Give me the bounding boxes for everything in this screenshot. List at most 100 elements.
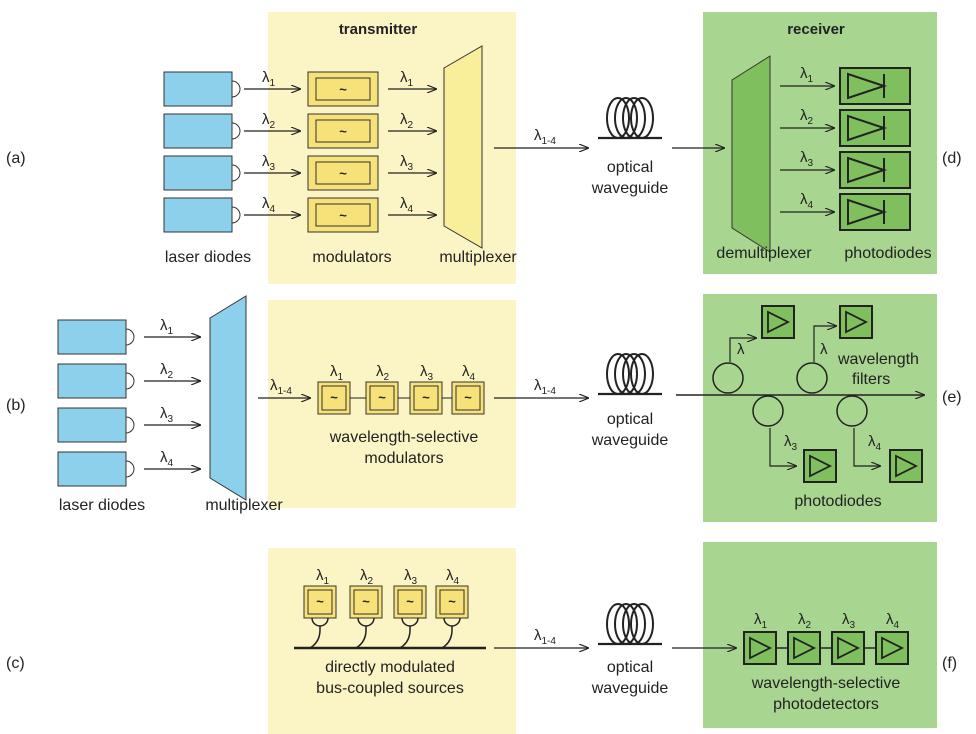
panel-label-c: (c) bbox=[6, 655, 25, 672]
row-a-transmitter: λ1 λ2 λ3 λ4 ~ ~ ~ ~ λ1 λ2 λ3 λ4 laser di… bbox=[163, 45, 517, 266]
svg-text:λ4: λ4 bbox=[868, 433, 882, 453]
photodetectors-label-f: photodetectors bbox=[773, 696, 879, 713]
row-a-receiver: λ1 λ2 λ3 λ4 demultiplexer photodiodes bbox=[716, 55, 932, 262]
laser-diodes-b bbox=[57, 319, 135, 487]
lambda-labels-a2: λ1 λ2 λ3 λ4 bbox=[400, 69, 414, 215]
waveguide-coil-b bbox=[596, 352, 664, 396]
optical-label-c: optical bbox=[607, 659, 653, 676]
modulators-label-b: modulators bbox=[364, 450, 443, 467]
svg-text:~: ~ bbox=[448, 594, 456, 609]
filters-label-e: filters bbox=[852, 371, 890, 388]
row-b-receiver: λ λ λ3 λ4 wavelength filters photodiodes bbox=[676, 305, 924, 510]
demultiplexer-d bbox=[731, 55, 771, 253]
svg-text:λ1: λ1 bbox=[800, 65, 814, 85]
transmitter-panel-bottom bbox=[268, 548, 516, 734]
svg-text:λ3: λ3 bbox=[784, 433, 798, 453]
panel-label-a: (a) bbox=[6, 150, 26, 167]
waveguide-label-b: waveguide bbox=[591, 432, 669, 449]
bus-coupled-sources-label: bus-coupled sources bbox=[316, 680, 464, 697]
bus-coupled-sources-c: ~ ~ ~ ~ bbox=[294, 585, 486, 650]
svg-text:~: ~ bbox=[378, 390, 386, 405]
svg-text:~: ~ bbox=[406, 594, 414, 609]
row-a-link: λ1-4 optical waveguide bbox=[494, 96, 724, 197]
svg-text:λ4: λ4 bbox=[262, 195, 276, 215]
svg-text:λ1-4: λ1-4 bbox=[534, 127, 556, 147]
svg-text:λ4: λ4 bbox=[400, 195, 414, 215]
transmitter-header: transmitter bbox=[339, 21, 418, 38]
svg-text:λ1: λ1 bbox=[330, 363, 344, 383]
wavelength-selective-modulators-b: ~ ~ ~ ~ bbox=[317, 381, 485, 415]
svg-text:λ3: λ3 bbox=[262, 153, 276, 173]
svg-text:~: ~ bbox=[316, 594, 324, 609]
svg-text:λ1-4: λ1-4 bbox=[534, 377, 556, 397]
svg-text:λ2: λ2 bbox=[800, 107, 814, 127]
optical-label-a: optical bbox=[607, 159, 653, 176]
panel-label-f: (f) bbox=[942, 655, 957, 672]
row-c-receiver: λ1 λ2 λ3 λ4 wavelength-selective photode… bbox=[743, 611, 909, 713]
laser-to-modulator-arrows-a bbox=[244, 89, 300, 215]
svg-text:~: ~ bbox=[339, 124, 347, 139]
row-b-transmitter: λ1 λ2 λ3 λ4 λ1-4 ~ ~ ~ ~ λ1 λ2 λ3 λ4 las… bbox=[57, 295, 485, 514]
svg-text:λ3: λ3 bbox=[842, 611, 856, 631]
laser-diodes-label-a: laser diodes bbox=[165, 249, 251, 266]
svg-text:λ2: λ2 bbox=[376, 363, 390, 383]
modulator-to-mux-arrows-a bbox=[388, 89, 436, 215]
svg-text:λ2: λ2 bbox=[798, 611, 812, 631]
svg-text:λ2: λ2 bbox=[400, 111, 414, 131]
multiplexer-b bbox=[209, 295, 247, 501]
lambda-labels-a1: λ1 λ2 λ3 λ4 bbox=[262, 69, 276, 215]
waveguide-coil-c bbox=[596, 602, 664, 646]
panel-label-e: (e) bbox=[942, 389, 962, 406]
svg-text:λ3: λ3 bbox=[160, 405, 174, 425]
svg-text:λ4: λ4 bbox=[800, 191, 814, 211]
directly-modulated-label: directly modulated bbox=[325, 659, 455, 676]
optical-label-b: optical bbox=[607, 411, 653, 428]
waveguide-label-a: waveguide bbox=[591, 180, 669, 197]
multiplexer-a bbox=[443, 45, 483, 249]
svg-text:λ4: λ4 bbox=[446, 567, 460, 587]
row-b-link: λ1-4 optical waveguide bbox=[494, 352, 669, 449]
svg-text:λ1-4: λ1-4 bbox=[270, 377, 292, 397]
svg-text:~: ~ bbox=[422, 390, 430, 405]
svg-text:λ: λ bbox=[737, 341, 745, 358]
waveguide-label-c: waveguide bbox=[591, 680, 669, 697]
receiver-header: receiver bbox=[787, 21, 845, 38]
svg-text:λ2: λ2 bbox=[262, 111, 276, 131]
svg-text:λ3: λ3 bbox=[400, 153, 414, 173]
photodiodes-label-d: photodiodes bbox=[844, 245, 931, 262]
wavelength-selective-label-b: wavelength-selective bbox=[329, 429, 479, 446]
laser-diodes-a bbox=[163, 71, 241, 233]
modulators-a: ~ ~ ~ ~ bbox=[307, 71, 379, 233]
row-c-transmitter: ~ ~ ~ ~ λ1 λ2 λ3 λ4 directly modulated b… bbox=[294, 567, 486, 697]
svg-text:λ3: λ3 bbox=[800, 149, 814, 169]
panel-label-d: (d) bbox=[942, 150, 962, 167]
receiver-panel-mid bbox=[703, 294, 937, 522]
wavelength-selective-label-f: wavelength-selective bbox=[751, 675, 901, 692]
svg-text:λ4: λ4 bbox=[886, 611, 900, 631]
panel-label-b: (b) bbox=[6, 397, 26, 414]
svg-text:~: ~ bbox=[339, 208, 347, 223]
row-c-link: λ1-4 optical waveguide bbox=[494, 602, 736, 697]
svg-text:λ4: λ4 bbox=[462, 363, 476, 383]
waveguide-coil-a bbox=[596, 96, 664, 140]
svg-text:λ1-4: λ1-4 bbox=[534, 627, 556, 647]
demultiplexer-label: demultiplexer bbox=[716, 245, 812, 262]
svg-text:λ1: λ1 bbox=[262, 69, 276, 89]
svg-text:λ3: λ3 bbox=[404, 567, 418, 587]
svg-text:~: ~ bbox=[339, 82, 347, 97]
photodiodes-label-e: photodiodes bbox=[794, 493, 881, 510]
laser-diodes-label-b: laser diodes bbox=[59, 497, 145, 514]
svg-text:λ4: λ4 bbox=[160, 449, 174, 469]
svg-text:λ1: λ1 bbox=[754, 611, 768, 631]
photodiodes-d bbox=[839, 67, 911, 231]
svg-text:~: ~ bbox=[339, 166, 347, 181]
svg-text:λ3: λ3 bbox=[420, 363, 434, 383]
svg-text:λ2: λ2 bbox=[160, 361, 174, 381]
svg-text:λ1: λ1 bbox=[316, 567, 330, 587]
svg-text:λ: λ bbox=[820, 341, 828, 358]
svg-text:~: ~ bbox=[464, 390, 472, 405]
multiplexer-label-b: multiplexer bbox=[205, 497, 283, 514]
svg-text:λ1: λ1 bbox=[400, 69, 414, 89]
photodiodes-e bbox=[761, 305, 923, 483]
multiplexer-label-a: multiplexer bbox=[439, 249, 517, 266]
